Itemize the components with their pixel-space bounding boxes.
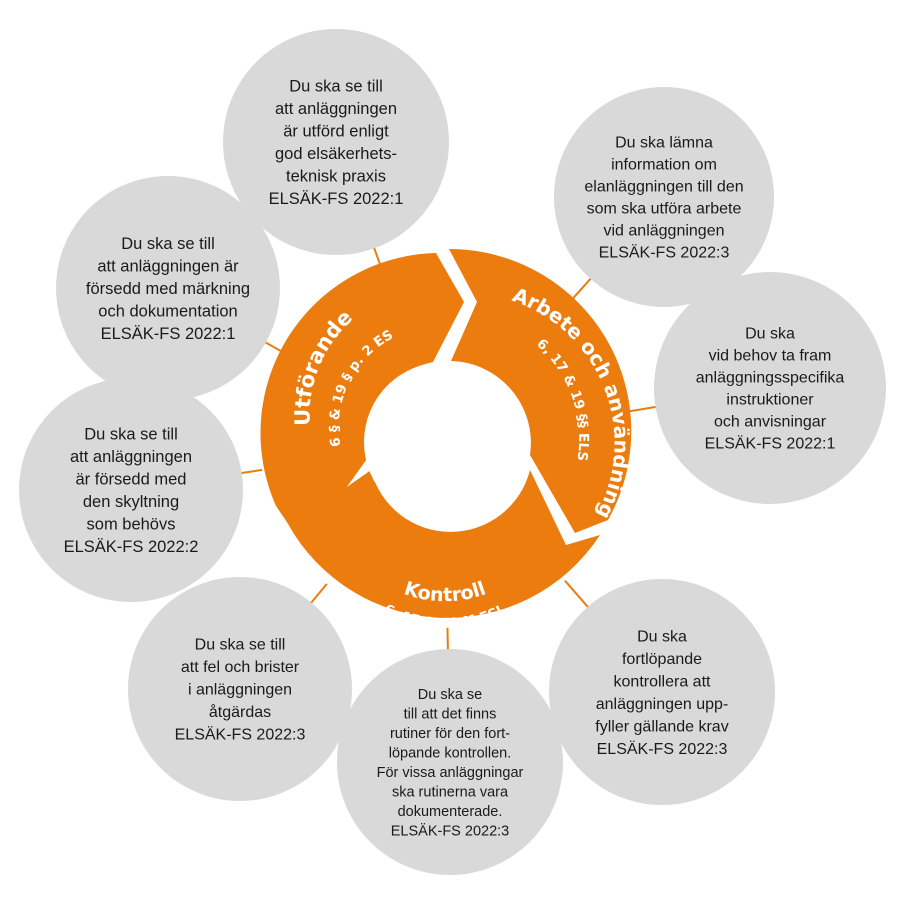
bubble-text: Du ska fortlöpande kontrollera att anläggni… — [595, 628, 728, 758]
bubble-line: dokumenterade. — [398, 804, 503, 820]
bubble-line: För vissa anläggningar — [377, 765, 524, 781]
bubble-line: ELSÄK-FS 2022:1 — [705, 435, 836, 453]
bubble-line: Du ska se till — [121, 235, 215, 253]
bubble-line: att fel och brister — [181, 659, 300, 676]
bubble-line: anläggningsspecifika — [696, 370, 845, 387]
bubble-line: Du ska lämna — [615, 135, 713, 152]
bubble-line: information om — [611, 157, 717, 174]
bubble-line: ELSÄK-FS 2022:1 — [101, 325, 236, 343]
bubble-line: åtgärdas — [209, 703, 271, 721]
bubble-text: Du ska se till att anläggningen är försedd… — [86, 235, 250, 343]
bubble-line: till att det finns — [404, 706, 497, 722]
bubble-line: kontrollera att — [614, 673, 711, 690]
connector-bottom-left — [309, 583, 328, 605]
bubble-line: teknisk praxis — [286, 168, 386, 186]
bubble-circle — [337, 649, 563, 875]
bubble-circle — [19, 378, 243, 602]
bubble-circle — [223, 29, 449, 255]
bubble-line: Du ska se — [418, 687, 482, 703]
bubble-line: elanläggningen till den — [584, 179, 743, 196]
bubble-line: som ska utföra arbete — [587, 201, 742, 218]
bubble-line: Du ska se till — [84, 426, 178, 444]
bubble-line: vid behov ta fram — [709, 348, 832, 365]
bubble-top: Du ska se till att anläggningen är utförd … — [223, 29, 449, 255]
bubble-text: Du ska se till att det finns rutiner för d… — [377, 687, 524, 840]
bubble-line: fyller gällande krav — [595, 718, 728, 735]
bubble-line: den skyltning — [83, 493, 179, 511]
segment-arbete — [449, 248, 632, 533]
bubble-right: Du ska vid behov ta fram anläggningsspecif… — [654, 272, 886, 504]
bubble-line: Du ska — [745, 326, 795, 343]
bubble-line: ELSÄK-FS 2022:3 — [175, 726, 306, 744]
connector-top-left — [264, 341, 284, 354]
connector-left — [240, 468, 263, 475]
bubble-line: är försedd med — [76, 471, 187, 489]
bubble-line: försedd med märkning — [86, 280, 250, 298]
bubble-line: god elsäkerhets- — [275, 145, 397, 163]
connector-bottom-right — [564, 580, 590, 609]
bubble-left: Du ska se till att anläggningen är försedd… — [19, 378, 243, 602]
bubble-line: och anvisningar — [714, 414, 827, 431]
bubble-line: ELSÄK-FS 2022:3 — [597, 740, 728, 758]
bubble-line: ELSÄK-FS 2022:3 — [599, 244, 730, 262]
bubble-line: fortlöpande — [622, 651, 702, 668]
bubble-line: är utförd enligt — [283, 123, 389, 141]
bubble-bottom-right: Du ska fortlöpande kontrollera att anläggni… — [549, 579, 775, 805]
bubble-circle — [128, 577, 352, 801]
bubble-line: rutiner för den fort- — [390, 726, 510, 742]
bubble-circle — [56, 176, 280, 400]
bubble-line: som behövs — [87, 516, 176, 534]
ring-center — [364, 362, 524, 522]
bubble-line: anläggningen upp- — [596, 696, 729, 713]
bubble-text: Du ska lämna information om elanläggningen… — [584, 135, 743, 262]
segment-utforande — [260, 253, 464, 547]
bubble-bottom-left: Du ska se till att fel och brister i anläg… — [128, 577, 352, 801]
bubble-text: Du ska se till att fel och brister i anläg… — [175, 637, 306, 744]
bubble-line: Du ska se till — [195, 637, 286, 654]
bubble-line: vid anläggningen — [604, 223, 725, 240]
bubble-text: Du ska vid behov ta fram anläggningsspecif… — [696, 326, 845, 453]
bubble-line: Du ska — [637, 628, 687, 645]
bubble-line: ELSÄK-FS 2022:2 — [64, 538, 199, 556]
bubble-circle — [654, 272, 886, 504]
bubble-line: ska rutinerna vara — [392, 784, 509, 800]
connector-right — [625, 405, 657, 413]
bubble-line: och dokumentation — [98, 302, 237, 320]
bubble-line: ELSÄK-FS 2022:3 — [391, 822, 510, 839]
bubble-line: instruktioner — [726, 392, 814, 409]
bubble-line: ELSÄK-FS 2022:1 — [269, 190, 404, 208]
bubble-top-left: Du ska se till att anläggningen är försedd… — [56, 176, 280, 400]
bubble-line: löpande kontrollen. — [389, 745, 512, 761]
bubble-text: Du ska se till att anläggningen är försedd… — [64, 426, 199, 557]
bubble-circle — [549, 579, 775, 805]
bubble-line: att anläggningen är — [97, 257, 239, 275]
bubble-line: i anläggningen — [188, 682, 292, 699]
bubble-line: att anläggningen — [275, 100, 397, 118]
bubble-text: Du ska se till att anläggningen är utförd … — [269, 78, 404, 209]
bubble-line: att anläggningen — [70, 448, 192, 466]
segment-kontroll — [282, 470, 600, 618]
bubble-top-right: Du ska lämna information om elanläggningen… — [554, 87, 774, 307]
bubbles: Du ska se till att anläggningen är utförd … — [19, 29, 886, 875]
bubble-circle — [554, 87, 774, 307]
bubble-bottom: Du ska se till att det finns rutiner för d… — [337, 649, 563, 875]
bubble-line: Du ska se till — [289, 78, 383, 96]
